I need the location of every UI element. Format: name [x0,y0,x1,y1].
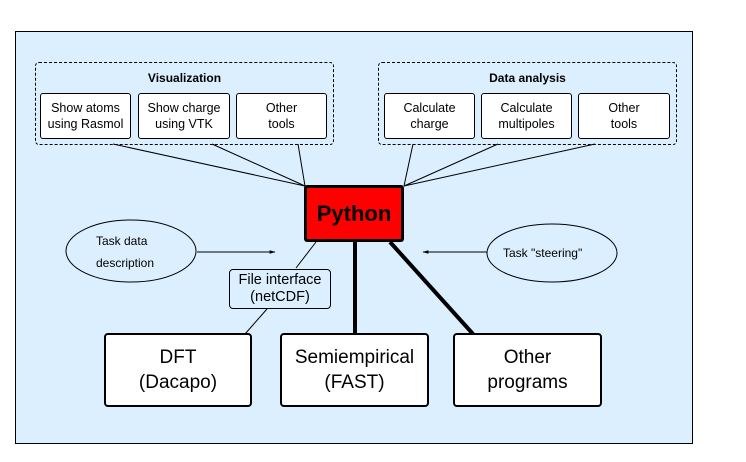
connector-vis-rasmol [112,143,306,187]
tool-da-other: Other tools [578,93,670,139]
tool-show-charge-vtk: Show charge using VTK [138,93,230,139]
connector-python-other [388,240,475,336]
connector-da-other [403,143,596,187]
connector-vis-other [297,143,306,187]
tool-show-atoms-rasmol: Show atoms using Rasmol [40,93,131,139]
connector-interface-dft [244,308,268,335]
connector-da-multipoles [403,143,499,187]
group-data-analysis: Data analysis [378,62,677,145]
connector-vis-vtk [211,143,306,187]
group-title: Data analysis [489,71,566,85]
task-steering-label: Task "steering" [503,246,583,260]
program-dft-dacapo: DFT (Dacapo) [104,333,252,407]
tool-vis-other: Other tools [236,93,327,139]
program-other: Other programs [453,333,602,407]
task-steering-ellipse [486,223,618,283]
file-interface-box: File interface (netCDF) [229,269,331,309]
connector-da-charge [403,143,414,187]
program-semiempirical-fast: Semiempirical (FAST) [280,333,429,407]
tool-calculate-multipoles: Calculate multipoles [481,93,572,139]
tool-calculate-charge: Calculate charge [384,93,475,139]
task-data-description-label: Task data description [96,234,155,270]
group-visualization: Visualization [35,62,334,145]
group-title: Visualization [147,71,222,85]
python-node: Python [304,185,404,242]
connector-python-interface [295,241,317,269]
task-data-ellipse [65,219,197,283]
